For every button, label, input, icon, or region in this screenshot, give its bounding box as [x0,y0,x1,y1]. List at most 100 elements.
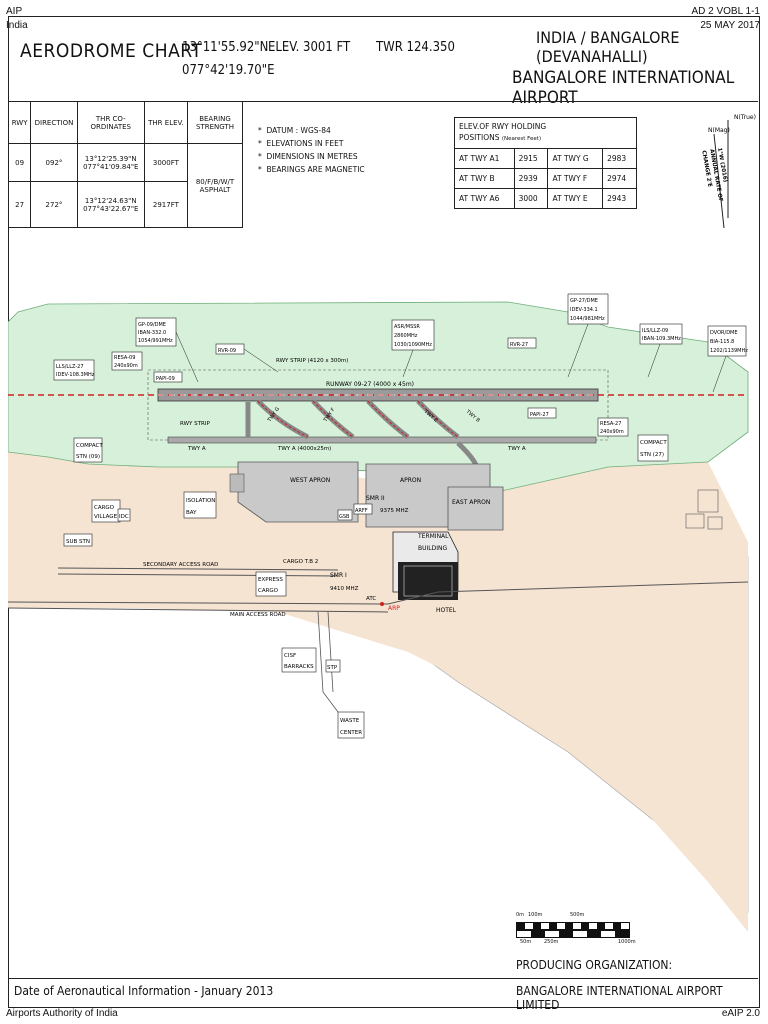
mag-north-label: N(Mag) [708,127,730,134]
terminal-forecourt-lines [403,565,453,597]
llz27-label-2: IDEV-108.3MHz [56,372,95,378]
hold-elev-a6: 3000 [513,188,549,209]
papi27-label: PAPI-27 [530,412,549,418]
apron-label: APRON [400,477,421,484]
location-name: INDIA / BANGALORE (DEVANAHALLI) [536,28,680,66]
llz27-box [53,359,95,381]
resa09-label-2: 240x90m [114,363,138,369]
waste-center-label-2: CENTER [340,730,362,736]
smr2-label: SMR II [366,495,385,502]
hold-twy-a6: AT TWY A6 [454,188,515,209]
compact-09-label-1: COMPACT [76,443,103,449]
producer-heading: PRODUCING ORGANIZATION: [516,958,673,972]
hold-twy-g: AT TWY G [547,148,604,169]
east-apron [447,486,504,531]
asr-label-3: 1030/1090MHz [394,342,432,348]
smr1-label: SMR I [330,572,347,579]
arp-longitude: 077°42'19.70"E [182,63,275,78]
aip-label: AIP [6,6,23,17]
main-road-label: MAIN ACCESS ROAD [230,612,286,618]
dvor-leader [712,355,727,393]
sub-stn-label: SUB STN [66,539,90,545]
main-access-road-edge [8,607,389,613]
west-apron-label: WEST APRON [290,477,330,484]
gp27-box [567,293,609,325]
note-bearings-text: BEARINGS ARE MAGNETIC [266,165,365,174]
hold-twy-e: AT TWY E [547,188,604,209]
gsb-box [337,509,353,521]
holding-title-2-text: POSITIONS [459,133,500,142]
express-cargo-label-2: CARGO [258,588,279,594]
gp09-box [135,317,177,347]
runway-label: RUNWAY 09-27 (4000 x 45m) [326,381,414,388]
thr-elev-header: THR ELEV. [143,101,189,144]
holding-title-2: POSITIONS (Nearest Feet) [459,132,632,145]
arff-label: ARFF [355,508,368,514]
runway-strip-left-label: RWY STRIP [180,421,210,427]
llz27-label-1: LLS/LLZ-27 [56,364,84,370]
hold-elev-e: 2943 [602,188,637,209]
sub-stn-box [63,533,93,547]
dvor-label-1: DVOR/DME [710,330,738,336]
hold-elev-b: 2939 [513,168,549,189]
secondary-road-label: SECONDARY ACCESS ROAD [143,562,218,568]
llz09-leader [647,343,661,378]
aerodrome-map: RUNWAY 09-27 (4000 x 45m) RWY STRIP (412… [8,293,749,932]
arff-box [353,503,373,515]
compact-09-box [73,437,103,463]
hold-twy-f: AT TWY F [547,168,604,189]
holding-title-1: ELEV.OF RWY HOLDING [459,122,547,131]
producer-name: BANGALORE INTERNATIONAL AIRPORT LIMITED [516,984,723,1012]
gsb-label: GSB [339,514,350,520]
airport-land-lower [8,450,748,932]
dir-27: 272° [30,181,78,228]
publisher-label: Airports Authority of India [6,1008,118,1019]
boxed-labels: SUB STN CARGO VILLAGE IDC COMPACT STN (0… [53,293,748,739]
scale-bar-bottom [516,930,630,938]
cisf-label-2: BARRACKS [284,664,314,670]
compact-27-box [637,434,669,462]
idc-box [117,508,131,522]
cisf-box [281,647,317,673]
coord-27-lon: 077°43'22.67"E [83,204,139,213]
elev-27: 2917FT [143,181,189,228]
llz09-label-2: IBAN-109.3MHz [642,336,681,342]
chart-title: AERODROME CHART [20,40,203,62]
asr-box [391,319,435,351]
thr-coord-header: THR CO-ORDINATES [76,101,145,144]
holding-elevation-table: ELEV.OF RWY HOLDING POSITIONS (Nearest F… [454,117,637,209]
note-elevations-text: ELEVATIONS IN FEET [266,139,344,148]
asr-leader [402,349,414,378]
isolation-box [183,491,217,519]
building-label: BUILDING [418,545,447,552]
bearing-surface: ASPHALT [199,185,231,194]
scale-250m: 250m [544,939,559,945]
hold-elev-f: 2974 [602,168,637,189]
dvor-label-3: 1202/1139MHz [710,348,748,354]
note-datum: * DATUM : WGS-84 [258,126,331,135]
gp27-leader [567,323,589,378]
coord-27-lat: 13°12'24.63"N [84,196,137,205]
title-divider [8,101,758,102]
idc-label: IDC [119,514,129,520]
airport-name: BANGALORE INTERNATIONAL AIRPORT [512,68,735,108]
main-access-road [8,581,749,605]
llz09-label-1: ILS/LLZ-09 [642,328,668,334]
asr-label-2: 2860MHz [394,333,418,339]
scale-100m: 100m [528,912,543,918]
llz09-box [639,323,683,345]
gp09-label-1: GP-09/DME [138,322,166,328]
east-building-1 [697,489,719,513]
resa27-label-1: RESA-27 [600,421,621,427]
express-cargo-box [255,571,287,597]
hold-twy-b: AT TWY B [454,168,515,189]
dvor-label-2: BIA-115.8 [710,339,734,345]
chart-notes: * DATUM : WGS-84 * ELEVATIONS IN FEET * … [258,124,365,176]
taxiway-a [167,436,597,444]
rvr27-label: RVR-27 [510,342,528,348]
direction-header: DIRECTION [30,101,78,144]
mag-north-line [713,133,725,229]
tower-frequency: TWR 124.350 [376,40,455,55]
dvor-box [707,325,747,357]
